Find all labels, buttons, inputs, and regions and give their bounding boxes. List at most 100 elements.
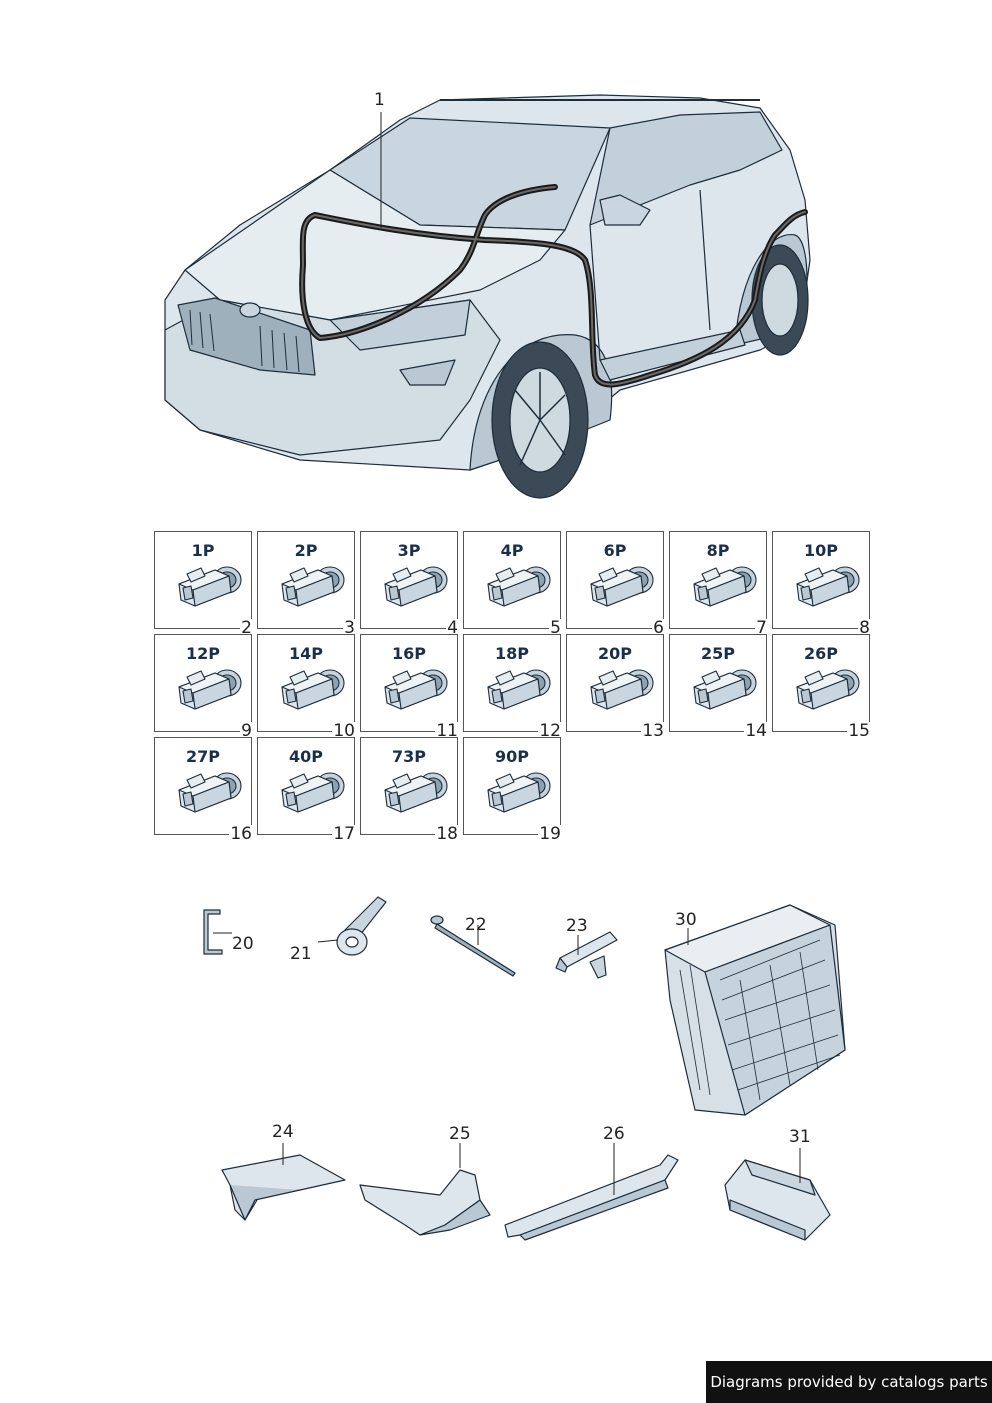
connector-callout: 3: [343, 618, 356, 638]
connector-callout: 18: [435, 824, 459, 844]
connector-pin-label: 14P: [289, 644, 323, 663]
connector-housing-icon: [384, 772, 448, 813]
headlight: [329, 299, 471, 351]
connector-pin-label: 40P: [289, 747, 323, 766]
callout-25: 25: [449, 1124, 471, 1144]
connector-housing-icon: [487, 566, 551, 607]
connector-housing-icon: [281, 566, 345, 607]
connector-callout: 11: [435, 721, 459, 741]
callout-23: 23: [566, 916, 588, 936]
connector-pin-label: 4P: [500, 541, 524, 560]
connector-cell: 8P 7: [669, 531, 768, 637]
cable-guide-24: [221, 1154, 346, 1221]
callout-31: 31: [789, 1127, 811, 1147]
connector-pin-label: 1P: [191, 541, 215, 560]
connector-housing-icon: [384, 566, 448, 607]
connector-housing-icon: [281, 772, 345, 813]
connector-callout: 7: [755, 618, 768, 638]
bracket-tray-25: [359, 1169, 491, 1236]
connector-callout: 6: [652, 618, 665, 638]
connector-cell: 27P 16: [154, 737, 253, 843]
callout-harness: 1: [374, 90, 385, 110]
connector-housing-icon: [693, 566, 757, 607]
connector-callout: 5: [549, 618, 562, 638]
connector-callout: 12: [538, 721, 562, 741]
connector-housing-icon: [590, 669, 654, 710]
connector-cell: 26P 15: [772, 634, 871, 740]
connector-callout: 14: [744, 721, 768, 741]
connector-callout: 17: [332, 824, 356, 844]
connector-pin-label: 25P: [701, 644, 735, 663]
connector-pin-label: 10P: [804, 541, 838, 560]
connector-cell: 6P 6: [566, 531, 665, 637]
connector-pin-label: 6P: [603, 541, 627, 560]
connector-cell: 2P 3: [257, 531, 356, 637]
connector-callout: 8: [858, 618, 871, 638]
connector-pin-label: 12P: [186, 644, 220, 663]
badge: [239, 302, 261, 318]
connector-housing-icon: [796, 566, 860, 607]
connector-housing-icon: [384, 669, 448, 710]
connector-cell: 20P 13: [566, 634, 665, 740]
connector-cell: 10P 8: [772, 531, 871, 637]
connector-cell: 4P 5: [463, 531, 562, 637]
connector-cell: 12P 9: [154, 634, 253, 740]
connector-pin-label: 3P: [397, 541, 421, 560]
callout-22: 22: [465, 915, 487, 935]
connector-housing-icon: [281, 669, 345, 710]
callout-21: 21: [290, 944, 312, 964]
pin-bolt: [430, 915, 516, 977]
callout-20: 20: [232, 934, 254, 954]
connector-pin-label: 26P: [804, 644, 838, 663]
connector-housing-icon: [178, 669, 242, 710]
callout-26: 26: [603, 1124, 625, 1144]
connector-pin-label: 16P: [392, 644, 426, 663]
connector-cell: 18P 12: [463, 634, 562, 740]
vehicle-illustration: [164, 94, 811, 499]
connector-cell: 73P 18: [360, 737, 459, 843]
callout-30: 30: [675, 910, 697, 930]
connector-callout: 10: [332, 721, 356, 741]
connector-housing-icon: [590, 566, 654, 607]
connector-housing-icon: [178, 772, 242, 813]
connector-pin-label: 20P: [598, 644, 632, 663]
cable-duct-26: [504, 1154, 679, 1241]
connector-cell: 90P 19: [463, 737, 562, 843]
fog-lamp: [399, 359, 456, 386]
connector-pin-label: 18P: [495, 644, 529, 663]
connector-cell: 14P 10: [257, 634, 356, 740]
connector-pin-label: 2P: [294, 541, 318, 560]
footer-credit: Diagrams provided by catalogs parts: [706, 1361, 992, 1403]
connector-housing-icon: [178, 566, 242, 607]
connector-cell: 16P 11: [360, 634, 459, 740]
connector-callout: 9: [240, 721, 253, 741]
connector-callout: 19: [538, 824, 562, 844]
connector-housing-icon: [796, 669, 860, 710]
connector-cell: 40P 17: [257, 737, 356, 843]
mirror: [599, 194, 651, 226]
connector-cell: 1P 2: [154, 531, 253, 637]
connector-cell: 25P 14: [669, 634, 768, 740]
clip-bracket: [203, 909, 223, 955]
holder-clip: [555, 931, 618, 979]
grille: [177, 297, 316, 376]
connector-cell: 3P 4: [360, 531, 459, 637]
connector-housing-icon: [487, 772, 551, 813]
connector-pin-label: 27P: [186, 747, 220, 766]
ring-terminal: [336, 896, 387, 956]
connector-callout: 13: [641, 721, 665, 741]
connector-pin-label: 90P: [495, 747, 529, 766]
connector-housing-icon: [487, 669, 551, 710]
connector-pin-label: 8P: [706, 541, 730, 560]
connector-callout: 15: [847, 721, 871, 741]
connector-callout: 16: [229, 824, 253, 844]
connector-callout: 4: [446, 618, 459, 638]
fuse-relay-box: [664, 904, 846, 1116]
callout-24: 24: [272, 1122, 294, 1142]
control-unit-31: [724, 1159, 831, 1241]
connector-housing-icon: [693, 669, 757, 710]
connector-pin-label: 73P: [392, 747, 426, 766]
connector-callout: 2: [240, 618, 253, 638]
